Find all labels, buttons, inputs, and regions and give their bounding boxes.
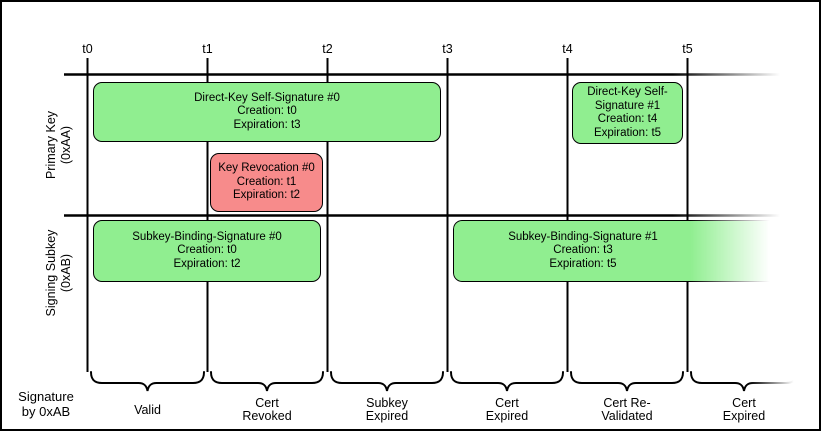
brace-cert-revalidated: [570, 371, 684, 392]
signature-title: Key Revocation #0: [218, 162, 315, 175]
key-revocation-0-box: Key Revocation #0 Creation: t1 Expiratio…: [210, 153, 323, 212]
tick-label-t2: t2: [322, 42, 333, 56]
tick-label-t3: t3: [442, 42, 453, 56]
subkey-binding-signature-1-text: Subkey-Binding-Signature #1 Creation: t3…: [508, 231, 658, 272]
tick-label-t4: t4: [562, 42, 573, 56]
signature-by-0xab-label: Signature by 0xAB: [18, 388, 74, 420]
period-label-cert-expired-1: Cert Expired: [485, 396, 529, 423]
signature-title: Direct-Key Self-Signature #0: [194, 91, 340, 104]
subkey-binding-signature-0-box: Subkey-Binding-Signature #0 Creation: t0…: [93, 220, 321, 282]
brace-valid: [90, 371, 205, 392]
signature-expiration: Expiration: t5: [549, 257, 617, 270]
signature-title: Subkey-Binding-Signature #0: [132, 230, 282, 243]
brace-subkey-expired: [330, 371, 444, 392]
signature-expiration: Expiration: t5: [593, 126, 662, 139]
brace-cert-expired-1: [450, 371, 564, 392]
period-label-valid: Valid: [134, 402, 161, 417]
signature-creation: Creation: t0: [177, 244, 237, 257]
signature-expiration: Expiration: t2: [173, 257, 241, 270]
signature-creation: Creation: t3: [553, 244, 613, 257]
signature-creation: Creation: t4: [597, 113, 658, 125]
brace-cert-expired-2: [690, 371, 798, 392]
period-label-cert-revoked: Cert Revoked: [242, 396, 292, 423]
direct-key-self-signature-1-box: Direct-Key Self-Signature #1 Creation: t…: [572, 82, 683, 144]
period-label-cert-expired-2: Cert Expired: [722, 396, 766, 423]
signing-subkey-track-label: Signing Subkey (0xAB): [44, 229, 73, 317]
period-label-subkey-expired: Subkey Expired: [365, 396, 409, 423]
signature-expiration: Expiration: t2: [232, 189, 301, 202]
signature-expiration: Expiration: t3: [233, 118, 301, 131]
tick-label-t5: t5: [682, 42, 693, 56]
signature-title: Direct-Key Self-Signature #1: [587, 86, 668, 112]
signature-title: Subkey-Binding-Signature #1: [508, 230, 658, 243]
period-label-cert-revalidated: Cert Re- Validated: [601, 396, 653, 423]
tick-label-t0: t0: [82, 42, 93, 56]
signature-creation: Creation: t1: [236, 175, 297, 188]
direct-key-self-signature-0-box: Direct-Key Self-Signature #0 Creation: t…: [93, 82, 441, 142]
tick-label-t1: t1: [202, 42, 213, 56]
brace-cert-revoked: [210, 371, 324, 392]
subkey-binding-signature-1-box: Subkey-Binding-Signature #1 Creation: t3…: [453, 220, 783, 282]
signature-creation: Creation: t0: [237, 105, 297, 118]
